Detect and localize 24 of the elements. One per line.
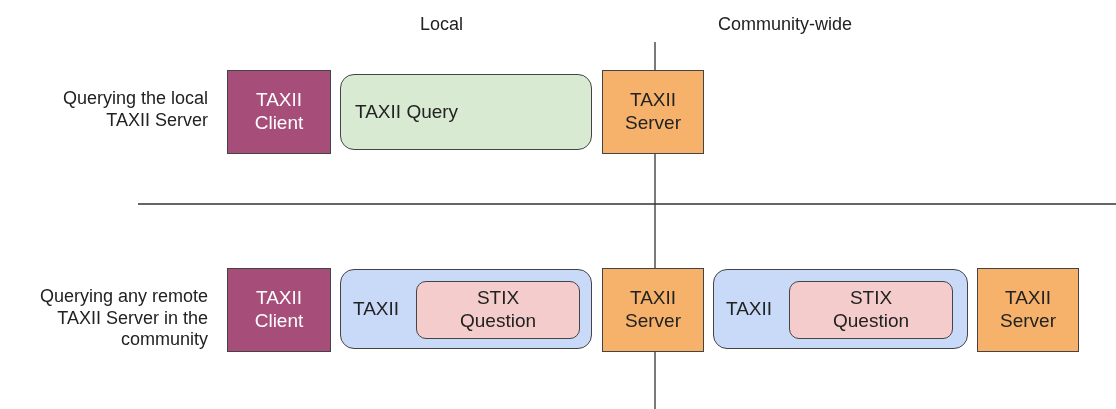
node-label: TAXII Server <box>999 287 1057 333</box>
message-box <box>340 74 592 150</box>
message-box <box>713 269 968 349</box>
node-label: TAXII Client <box>253 89 305 135</box>
server-box <box>602 70 704 154</box>
column-header: Community-wide <box>718 14 853 36</box>
node-label: STIX Question <box>831 287 910 333</box>
node-label: TAXII <box>353 297 400 321</box>
row-label: Querying the local TAXII Server <box>61 88 208 132</box>
client-box <box>227 70 331 154</box>
node-label: TAXII <box>726 297 773 321</box>
node-label: STIX Question <box>458 287 537 333</box>
message-box <box>340 269 592 349</box>
column-header: Local <box>420 14 464 36</box>
client-box <box>227 268 331 352</box>
node-label: TAXII Server <box>624 287 682 333</box>
content-box <box>789 281 953 339</box>
node-label: TAXII Query <box>355 100 459 124</box>
content-box <box>416 281 580 339</box>
server-box <box>977 268 1079 352</box>
server-box <box>602 268 704 352</box>
row-label: Querying any remote TAXII Server in the community <box>38 286 208 351</box>
node-label: TAXII Server <box>624 89 682 135</box>
node-label: TAXII Client <box>253 287 305 333</box>
